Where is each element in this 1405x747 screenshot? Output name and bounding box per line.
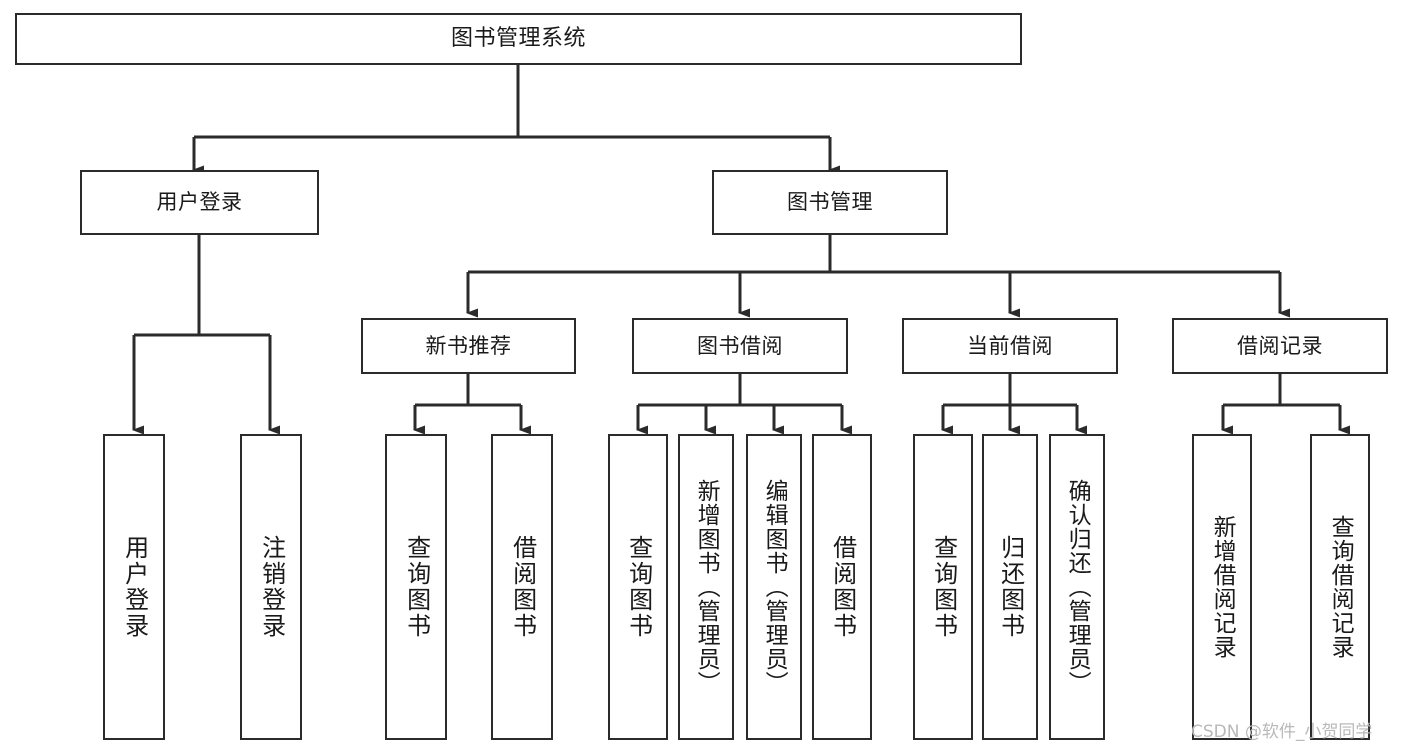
node-label: 确认归还（管理员）	[1064, 479, 1091, 695]
leaf-query-borrow-record[interactable]: 查询借阅记录	[1310, 434, 1370, 740]
node-label: 查询图书	[402, 535, 431, 639]
leaf-logout-login[interactable]: 注销登录	[240, 434, 302, 740]
node-label: 新增图书（管理员）	[693, 479, 720, 695]
leaf-confirm-return-admin[interactable]: 确认归还（管理员）	[1049, 434, 1105, 740]
node-label: 图书借阅	[697, 333, 783, 358]
node-label: 归还图书	[996, 535, 1025, 639]
node-label: 图书管理系统	[450, 26, 586, 52]
node-label: 用户登录	[156, 190, 243, 215]
node-label: 查询图书	[624, 535, 653, 639]
node-label: 借阅图书	[508, 535, 537, 639]
node-label: 注销登录	[257, 535, 286, 639]
node-label: 新增借阅记录	[1209, 515, 1236, 659]
node-borrow-record[interactable]: 借阅记录	[1172, 318, 1388, 374]
node-user-login[interactable]: 用户登录	[80, 170, 319, 235]
node-book-manage[interactable]: 图书管理	[712, 170, 948, 235]
node-label: 借阅记录	[1237, 333, 1323, 358]
leaf-borrow-book-borrow[interactable]: 借阅图书	[812, 434, 872, 740]
leaf-add-book-admin[interactable]: 新增图书（管理员）	[678, 434, 734, 740]
node-label: 查询图书	[929, 535, 958, 639]
node-label: 图书管理	[787, 190, 873, 215]
node-book-borrow[interactable]: 图书借阅	[632, 318, 848, 374]
node-label: 编辑图书（管理员）	[761, 479, 788, 695]
node-label: 新书推荐	[425, 333, 512, 358]
node-new-book-recommendation[interactable]: 新书推荐	[361, 318, 576, 374]
node-label: 借阅图书	[828, 535, 857, 639]
leaf-user-login[interactable]: 用户登录	[103, 434, 165, 740]
node-label: 查询借阅记录	[1327, 515, 1354, 659]
leaf-add-borrow-record[interactable]: 新增借阅记录	[1192, 434, 1252, 740]
node-label: 用户登录	[120, 535, 149, 639]
leaf-borrow-book-new-rec[interactable]: 借阅图书	[491, 434, 553, 740]
leaf-edit-book-admin[interactable]: 编辑图书（管理员）	[746, 434, 802, 740]
node-label: 当前借阅	[967, 333, 1053, 358]
leaf-return-book[interactable]: 归还图书	[982, 434, 1038, 740]
node-current-borrow[interactable]: 当前借阅	[902, 318, 1118, 374]
leaf-query-book-borrow[interactable]: 查询图书	[608, 434, 668, 740]
node-root-book-management-system[interactable]: 图书管理系统	[15, 13, 1022, 65]
leaf-query-book-current[interactable]: 查询图书	[913, 434, 973, 740]
leaf-query-book-new-rec[interactable]: 查询图书	[385, 434, 447, 740]
